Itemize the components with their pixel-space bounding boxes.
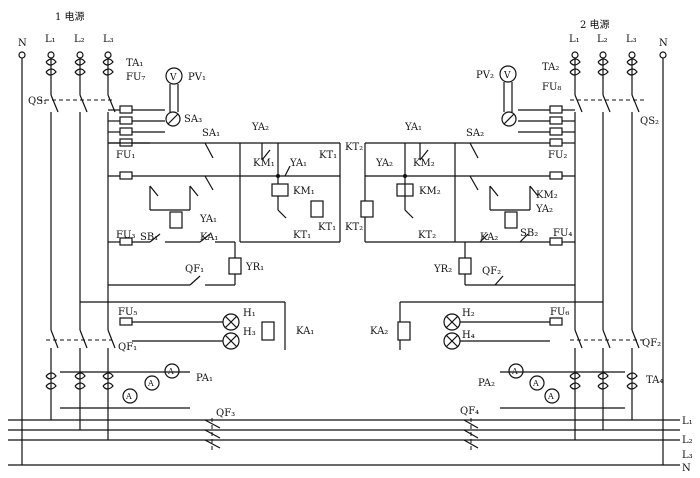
qs1-label: QS₁ — [28, 96, 47, 107]
km1-label: KM₁ — [253, 158, 275, 169]
kt1-coil-label: KT₁ — [318, 222, 336, 233]
ammeter-2c-symbol: A — [547, 392, 554, 401]
yr2-label: YR₂ — [433, 264, 452, 275]
ka1-coil-label: KA₁ — [296, 326, 314, 337]
bus-l3-label: L₃ — [682, 450, 693, 461]
labels: 1 电源 N L₁ L₂ L₃ TA₁ FU₇ V PV₁ QS₁ SA₃ SA… — [18, 10, 693, 474]
kt2-coil-label: KT₂ — [345, 222, 363, 233]
qs2-label: QS₂ — [640, 116, 659, 127]
ammeter-1a-symbol: A — [167, 367, 174, 376]
ya2-right-label: YA₂ — [535, 204, 553, 215]
yr1-label: YR₁ — [245, 262, 264, 273]
source-2-l1-label: L₁ — [569, 34, 580, 45]
h2-label: H₂ — [462, 308, 475, 319]
source-2-title: 2 电源 — [580, 18, 610, 31]
ka2-contact-label: KA₂ — [480, 232, 498, 243]
sb1-label: SB₁ — [140, 232, 158, 243]
source-2-fu-top-label: FU₈ — [542, 82, 561, 93]
kt1-contact-label: KT₁ — [293, 230, 311, 241]
source-2-ta-label: TA₂ — [542, 62, 559, 73]
fu6-label: FU₆ — [550, 307, 569, 318]
sa3-label: SA₃ — [184, 114, 202, 125]
ya2-center-label: YA₂ — [251, 122, 269, 133]
pa2-label: PA₂ — [478, 378, 495, 389]
center-2-control — [360, 142, 456, 243]
fu2-label: FU₂ — [548, 150, 567, 161]
source-2-wiring — [397, 51, 667, 465]
qf4-label: QF₄ — [460, 406, 479, 417]
ta4-label: TA₄ — [646, 375, 663, 386]
qf1-label: QF₁ — [118, 342, 137, 353]
bus-l1-label: L₁ — [682, 416, 693, 427]
ya1-left-label: YA₁ — [199, 214, 217, 225]
voltmeter-1-symbol: V — [169, 73, 177, 83]
pv1-label: PV₁ — [188, 72, 206, 83]
ya1-center-label: YA₁ — [289, 158, 307, 169]
source-1-l2-label: L₂ — [74, 34, 85, 45]
qf1-aux-label: QF₁ — [185, 264, 204, 275]
pv2-label: PV₂ — [476, 70, 494, 81]
h3-label: H₃ — [243, 327, 256, 338]
source-1-wiring — [18, 51, 340, 465]
source-1-n-label: N — [18, 38, 27, 49]
output-bus — [8, 418, 680, 466]
km2-right-label: KM₂ — [536, 190, 558, 201]
source-1-ta-label: TA₁ — [126, 58, 143, 69]
source-1-title: 1 电源 — [55, 10, 85, 23]
fu1-label: FU₁ — [116, 150, 135, 161]
bus-n-label: N — [682, 463, 691, 473]
fu4-label: FU₄ — [553, 228, 572, 239]
km1-coil-label: KM₁ — [293, 186, 315, 197]
kt2-top-label: KT₂ — [345, 142, 363, 153]
ka1-contact-label: KA₁ — [200, 232, 218, 243]
kt1-top-label: KT₁ — [319, 150, 337, 161]
voltmeter-2-symbol: V — [503, 71, 511, 81]
ammeter-1b-symbol: A — [147, 379, 154, 388]
sa1-label: SA₁ — [202, 128, 220, 139]
qf3-label: QF₃ — [216, 408, 235, 419]
ammeter-2a-symbol: A — [511, 367, 518, 376]
ammeter-1c-symbol: A — [125, 392, 132, 401]
source-1-fu-top-label: FU₇ — [126, 72, 145, 83]
km2-coil-label: KM₂ — [419, 186, 441, 197]
fu5-label: FU₅ — [118, 307, 137, 318]
ammeter-2b-symbol: A — [532, 379, 539, 388]
sb2-label: SB₂ — [520, 228, 538, 239]
sa2-label: SA₂ — [466, 128, 484, 139]
km2-label: KM₂ — [413, 158, 435, 169]
qf2-aux-label: QF₂ — [482, 266, 501, 277]
ya1-center2-label: YA₁ — [404, 122, 422, 133]
source-1-l1-label: L₁ — [45, 34, 56, 45]
bus-l2-label: L₂ — [682, 435, 693, 446]
ka2-coil-label: KA₂ — [370, 326, 388, 337]
ya2-center2-label: YA₂ — [375, 158, 393, 169]
source-2-l2-label: L₂ — [597, 34, 608, 45]
h1-label: H₁ — [243, 308, 256, 319]
fu3-label: FU₃ — [116, 230, 135, 241]
source-2-n-label: N — [659, 38, 668, 49]
center-1-control — [239, 143, 341, 243]
source-2-l3-label: L₃ — [626, 34, 637, 45]
source-1-l3-label: L₃ — [103, 34, 114, 45]
kt2-contact-label: KT₂ — [418, 230, 436, 241]
pa1-label: PA₁ — [196, 373, 213, 384]
qf2-label: QF₂ — [642, 338, 661, 349]
h4-label: H₄ — [462, 330, 475, 341]
